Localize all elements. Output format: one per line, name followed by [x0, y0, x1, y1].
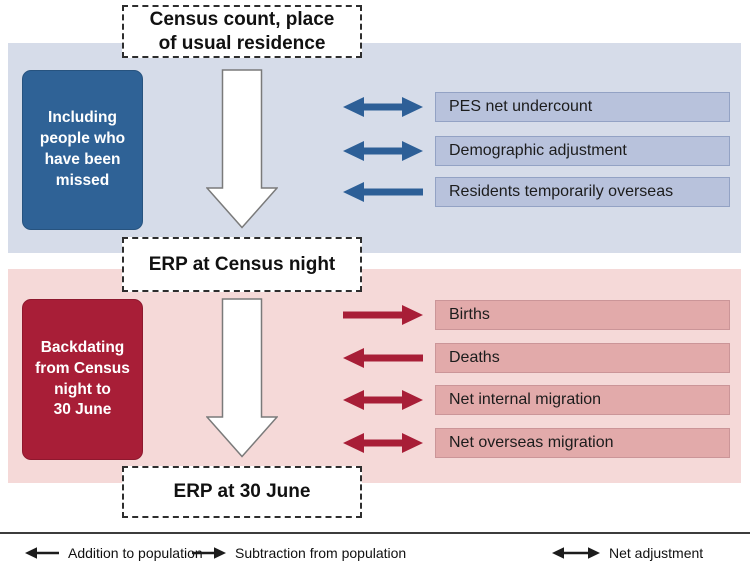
including-missed-label-box: Including people who have been missed [22, 70, 143, 230]
legend-addition: Addition to population [25, 543, 203, 563]
adjustment-item: PES net undercount [435, 92, 730, 122]
legend-label: Subtraction from population [235, 545, 407, 561]
down-arrow-icon [206, 298, 278, 458]
census-count-node: Census count, place of usual residence [122, 5, 362, 58]
adjustment-row: Residents temporarily overseas [343, 177, 730, 207]
adjustment-row: Demographic adjustment [343, 136, 730, 166]
down-arrow-icon [206, 69, 278, 229]
adjustment-item: Residents temporarily overseas [435, 177, 730, 207]
erp-census-night-node: ERP at Census night [122, 237, 362, 292]
legend-label: Addition to population [68, 545, 203, 561]
both-arrow-icon [343, 97, 423, 117]
backdating-label-box: Backdating from Census night to 30 June [22, 299, 143, 460]
both-arrow-icon [343, 141, 423, 161]
erp-30-june-node: ERP at 30 June [122, 466, 362, 518]
legend-label: Net adjustment [609, 545, 704, 561]
component-item: Net overseas migration [435, 428, 730, 458]
legend-separator [0, 532, 750, 534]
both-arrow-icon [343, 433, 423, 453]
left-arrow-icon [343, 182, 423, 202]
both-arrow-icon [343, 390, 423, 410]
component-row: Net overseas migration [343, 428, 730, 458]
legend-net-adjustment: Net adjustment [552, 543, 703, 563]
component-item: Net internal migration [435, 385, 730, 415]
both-arrow-icon [552, 547, 600, 559]
right-arrow-icon [343, 305, 423, 325]
component-row: Births [343, 300, 730, 330]
left-arrow-icon [343, 348, 423, 368]
legend-subtraction: Subtraction from population [192, 543, 406, 563]
left-arrow-icon [25, 547, 59, 559]
adjustment-item: Demographic adjustment [435, 136, 730, 166]
adjustment-row: PES net undercount [343, 92, 730, 122]
component-row: Net internal migration [343, 385, 730, 415]
component-item: Deaths [435, 343, 730, 373]
right-arrow-icon [192, 547, 226, 559]
component-row: Deaths [343, 343, 730, 373]
component-item: Births [435, 300, 730, 330]
